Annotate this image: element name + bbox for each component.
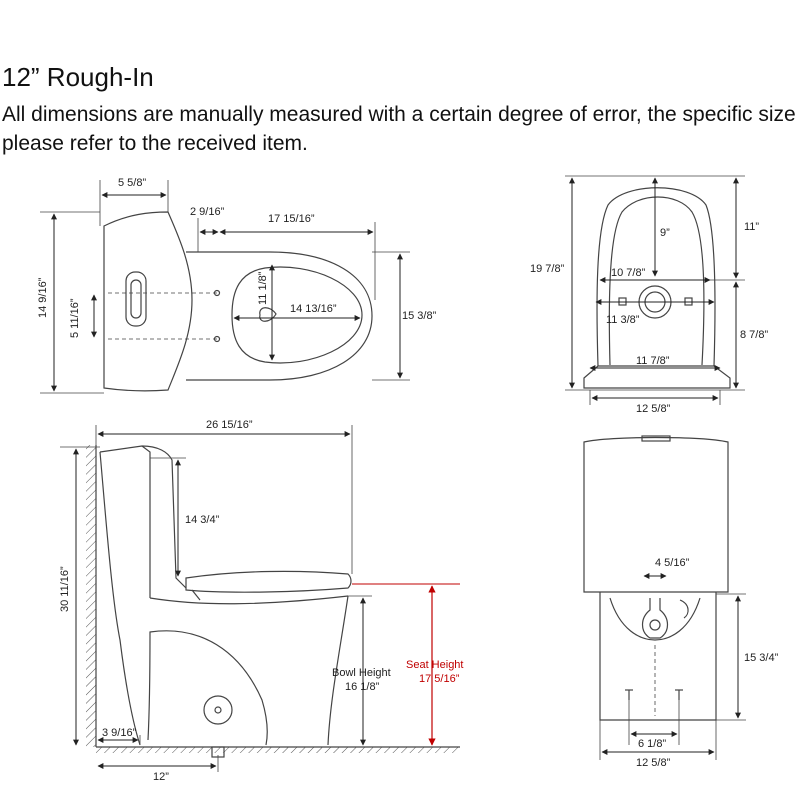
dim-rough-in: 12” <box>153 771 169 783</box>
dim-tank-depth: 5 5/8” <box>118 177 146 189</box>
bowl-height-label: Bowl Height <box>332 667 391 679</box>
front-view <box>583 435 746 760</box>
dim-base-width: 12 5/8” <box>636 403 671 415</box>
dim-mid-width: 11 3/8” <box>606 314 640 326</box>
side-view-dimensions <box>73 431 366 769</box>
dim-bolt-spacing-front: 6 1/8” <box>638 738 666 750</box>
top-view-labels: 5 5/8” 2 9/16” 17 15/16” 14 9/16” 5 11/1… <box>37 177 437 338</box>
dim-bowl-length: 17 15/16” <box>268 213 315 225</box>
side-view <box>60 425 460 772</box>
bowl-height-value: 16 1/8” <box>345 681 380 693</box>
seat-height-value: 17 5/16” <box>419 673 460 685</box>
dim-lower-height: 8 7/8” <box>740 329 768 341</box>
dim-outlet-width: 4 5/16” <box>655 557 690 569</box>
front-view-labels: 4 5/16” 15 3/4” 6 1/8” 12 5/8” <box>636 557 779 769</box>
back-view-dimensions <box>569 177 739 401</box>
dim-tank-height: 14 3/4” <box>185 514 220 526</box>
dim-rim-to-outlet: 9” <box>660 227 670 239</box>
seat-height-label: Seat Height <box>406 659 463 671</box>
top-view <box>40 180 410 394</box>
dim-overall-length: 26 15/16” <box>206 419 253 431</box>
side-view-labels: 26 15/16” 14 3/4” 30 11/16” Bowl Height … <box>59 419 463 783</box>
dim-seat-length: 14 13/16” <box>290 303 337 315</box>
dim-front-height: 15 3/4” <box>744 652 779 664</box>
dim-overall-height: 30 11/16” <box>59 566 71 612</box>
dim-bolt-offset: 2 9/16” <box>190 206 225 218</box>
back-view-labels: 19 7/8” 9” 11” 10 7/8” 11 3/8” 8 7/8” 11… <box>530 221 768 415</box>
dim-bolt-spacing: 5 11/16” <box>69 298 81 338</box>
dim-bowl-width: 15 3/8” <box>402 310 437 322</box>
dim-inner-width: 10 7/8” <box>611 267 646 279</box>
dim-base-inner-width: 11 7/8” <box>636 355 670 367</box>
disclaimer-text: All dimensions are manually measured wit… <box>2 103 796 155</box>
page-title: 12” Rough-In <box>2 62 154 92</box>
dim-tank-width: 14 9/16” <box>37 277 49 318</box>
dim-seat-width: 11 1/8” <box>257 271 269 305</box>
dim-front-base-width: 12 5/8” <box>636 757 671 769</box>
dim-overall-depth: 19 7/8” <box>530 263 565 275</box>
top-view-dimensions <box>51 192 403 392</box>
dim-upper-height: 11” <box>744 221 759 233</box>
dim-base-offset: 3 9/16” <box>102 727 137 739</box>
front-view-dimensions <box>601 573 741 755</box>
